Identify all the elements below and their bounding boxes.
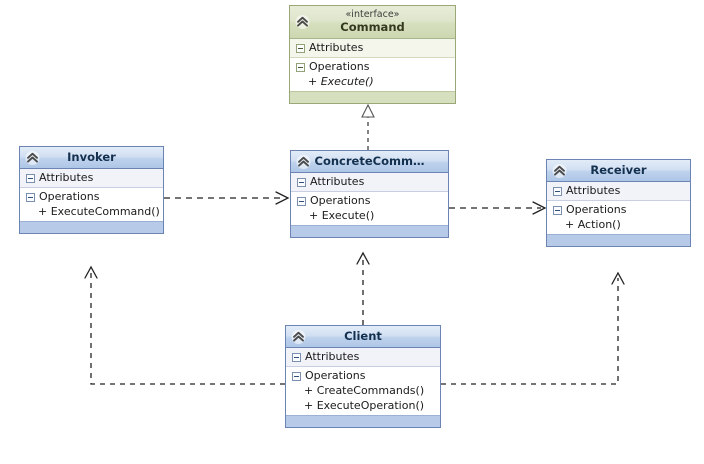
operations-label: Operations	[39, 190, 100, 203]
collapse-chevron-icon[interactable]	[295, 15, 310, 30]
class-box-concretecommand[interactable]: ConcreteComm… Attributes Operations + Ex…	[290, 150, 449, 238]
operations-label: Operations	[566, 203, 627, 216]
attributes-label: Attributes	[310, 175, 365, 188]
class-name-label: Command	[340, 20, 405, 34]
dependency-line	[441, 278, 619, 385]
attributes-label: Attributes	[309, 41, 364, 54]
class-header-concretecommand: ConcreteComm…	[291, 151, 448, 173]
attributes-compartment[interactable]: Attributes	[291, 173, 448, 192]
open-arrowhead	[356, 251, 370, 265]
collapse-chevron-icon[interactable]	[25, 150, 40, 165]
attributes-compartment[interactable]: Attributes	[290, 39, 455, 58]
stereotype-label: «interface»	[345, 9, 400, 20]
operation-item[interactable]: + Execute()	[308, 75, 374, 88]
attributes-compartment[interactable]: Attributes	[547, 182, 690, 201]
collapse-chevron-icon[interactable]	[296, 154, 311, 169]
class-header-client: Client	[286, 326, 440, 348]
class-footer	[286, 415, 440, 427]
class-name-label: ConcreteComm…	[314, 154, 425, 168]
operation-item[interactable]: + ExecuteCommand()	[38, 205, 160, 218]
operations-label: Operations	[309, 60, 370, 73]
class-header-command: «interface» Command	[290, 6, 455, 39]
class-name-label: Receiver	[590, 163, 647, 177]
class-name-label: Client	[344, 329, 382, 343]
class-footer	[290, 91, 455, 103]
collapse-toggle-icon[interactable]	[297, 196, 306, 206]
class-footer	[291, 225, 448, 237]
operations-compartment[interactable]: Operations + Execute()	[291, 192, 448, 225]
class-name-label: Invoker	[67, 150, 116, 164]
collapse-chevron-icon[interactable]	[552, 163, 567, 178]
operation-item[interactable]: + Execute()	[309, 209, 375, 222]
relationship-client-to-receiver[interactable]	[441, 271, 625, 385]
open-arrowhead	[84, 265, 98, 279]
attributes-compartment[interactable]: Attributes	[20, 169, 163, 188]
collapse-toggle-icon[interactable]	[296, 62, 305, 72]
collapse-toggle-icon[interactable]	[553, 186, 562, 196]
relationship-concretecommand-to-receiver[interactable]	[449, 201, 547, 215]
operations-compartment[interactable]: Operations + Action()	[547, 201, 690, 234]
collapse-toggle-icon[interactable]	[297, 177, 306, 187]
operation-item[interactable]: + Action()	[565, 218, 621, 231]
attributes-compartment[interactable]: Attributes	[286, 348, 440, 367]
class-footer	[547, 234, 690, 246]
collapse-toggle-icon[interactable]	[26, 192, 35, 202]
relationship-client-to-invoker[interactable]	[84, 265, 285, 385]
operations-compartment[interactable]: Operations + CreateCommands() + ExecuteO…	[286, 367, 440, 415]
operations-label: Operations	[305, 369, 366, 382]
class-footer	[20, 221, 163, 233]
class-box-client[interactable]: Client Attributes Operations + CreateCom…	[285, 325, 441, 428]
collapse-toggle-icon[interactable]	[553, 205, 562, 215]
attributes-label: Attributes	[305, 350, 360, 363]
collapse-toggle-icon[interactable]	[292, 371, 301, 381]
hollow-triangle-arrowhead	[361, 103, 375, 118]
open-arrowhead	[611, 271, 625, 285]
operation-item[interactable]: + ExecuteOperation()	[304, 399, 425, 412]
collapse-toggle-icon[interactable]	[296, 43, 305, 53]
relationship-client-to-concretecommand[interactable]	[356, 251, 370, 325]
attributes-label: Attributes	[566, 184, 621, 197]
relationship-invoker-to-concretecommand[interactable]	[164, 191, 290, 205]
collapse-toggle-icon[interactable]	[292, 352, 301, 362]
class-box-command[interactable]: «interface» Command Attributes Operation…	[289, 5, 456, 104]
class-header-invoker: Invoker	[20, 147, 163, 169]
class-header-receiver: Receiver	[547, 160, 690, 182]
attributes-label: Attributes	[39, 171, 94, 184]
dependency-line	[90, 272, 285, 385]
class-box-invoker[interactable]: Invoker Attributes Operations + ExecuteC…	[19, 146, 164, 234]
open-arrowhead	[275, 191, 290, 205]
operations-label: Operations	[310, 194, 371, 207]
open-arrowhead	[532, 201, 547, 215]
operations-compartment[interactable]: Operations + Execute()	[290, 58, 455, 91]
collapse-toggle-icon[interactable]	[26, 173, 35, 183]
operation-item[interactable]: + CreateCommands()	[304, 384, 425, 397]
collapse-chevron-icon[interactable]	[291, 329, 306, 344]
class-box-receiver[interactable]: Receiver Attributes Operations + Action(…	[546, 159, 691, 247]
relationship-concretecommand-realizes-command[interactable]	[361, 103, 375, 150]
operations-compartment[interactable]: Operations + ExecuteCommand()	[20, 188, 163, 221]
